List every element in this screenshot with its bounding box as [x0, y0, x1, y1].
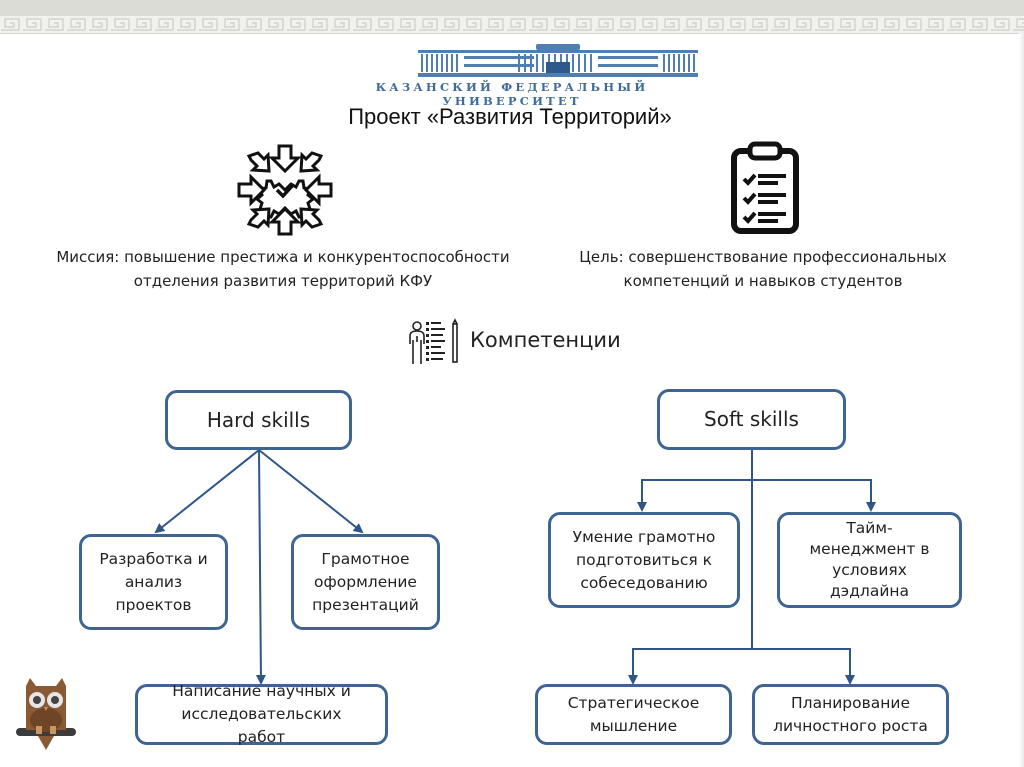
mission-line-1: Миссия: повышение престижа и конкурентос… [56, 248, 510, 266]
hard-skill-research: Написание научных и исследовательских ра… [135, 682, 388, 746]
owl-icon [16, 678, 76, 750]
hard-skills-node: Hard skills [165, 390, 352, 450]
connector-hard-to-projects [154, 449, 260, 534]
mission-line-2: отделения развития территорий КФУ [133, 272, 433, 290]
convergence-gear-icon [237, 144, 333, 236]
goal-statement: Цель: совершенствование профессиональных… [548, 245, 978, 293]
soft-skill-personal-growth: Планирование личностного роста [752, 684, 949, 745]
mission-statement: Миссия: повышение престижа и конкурентос… [28, 245, 538, 293]
soft-skill-strategic-thinking: Стратегическое мышление [535, 684, 732, 745]
meander-pattern [0, 16, 1024, 33]
page-title: Проект «Развития Территорий» [348, 104, 672, 129]
soft-skills-node: Soft skills [657, 389, 846, 450]
soft-skill-time-management: Тайм-менеджмент в условиях дэдлайна [777, 512, 962, 608]
goal-line-1: Цель: совершенствование профессиональных [579, 248, 947, 266]
competencies-heading: Компетенции [470, 328, 621, 352]
connector-hard-to-presentations [258, 449, 364, 534]
connector-soft-upper-branch [641, 479, 872, 508]
connector-soft-lower-branch [632, 648, 851, 680]
university-building-icon [418, 44, 698, 77]
top-decor-band [0, 0, 1024, 17]
soft-skill-interview: Умение грамотно подготовиться к собеседо… [548, 512, 740, 608]
connector-hard-to-research [255, 449, 266, 685]
meander-border [0, 16, 1024, 34]
person-checklist-icon [409, 318, 458, 364]
hard-skill-presentations: Грамотное оформление презентаций [291, 534, 440, 630]
goal-line-2: компетенций и навыков студентов [623, 272, 903, 290]
hard-skill-projects: Разработка и анализ проектов [79, 534, 228, 630]
right-edge-shadow [1019, 33, 1024, 767]
university-name: КАЗАНСКИЙ ФЕДЕРАЛЬНЫЙ УНИВЕРСИТЕТ [375, 80, 649, 108]
clipboard-checklist-icon [731, 141, 799, 234]
